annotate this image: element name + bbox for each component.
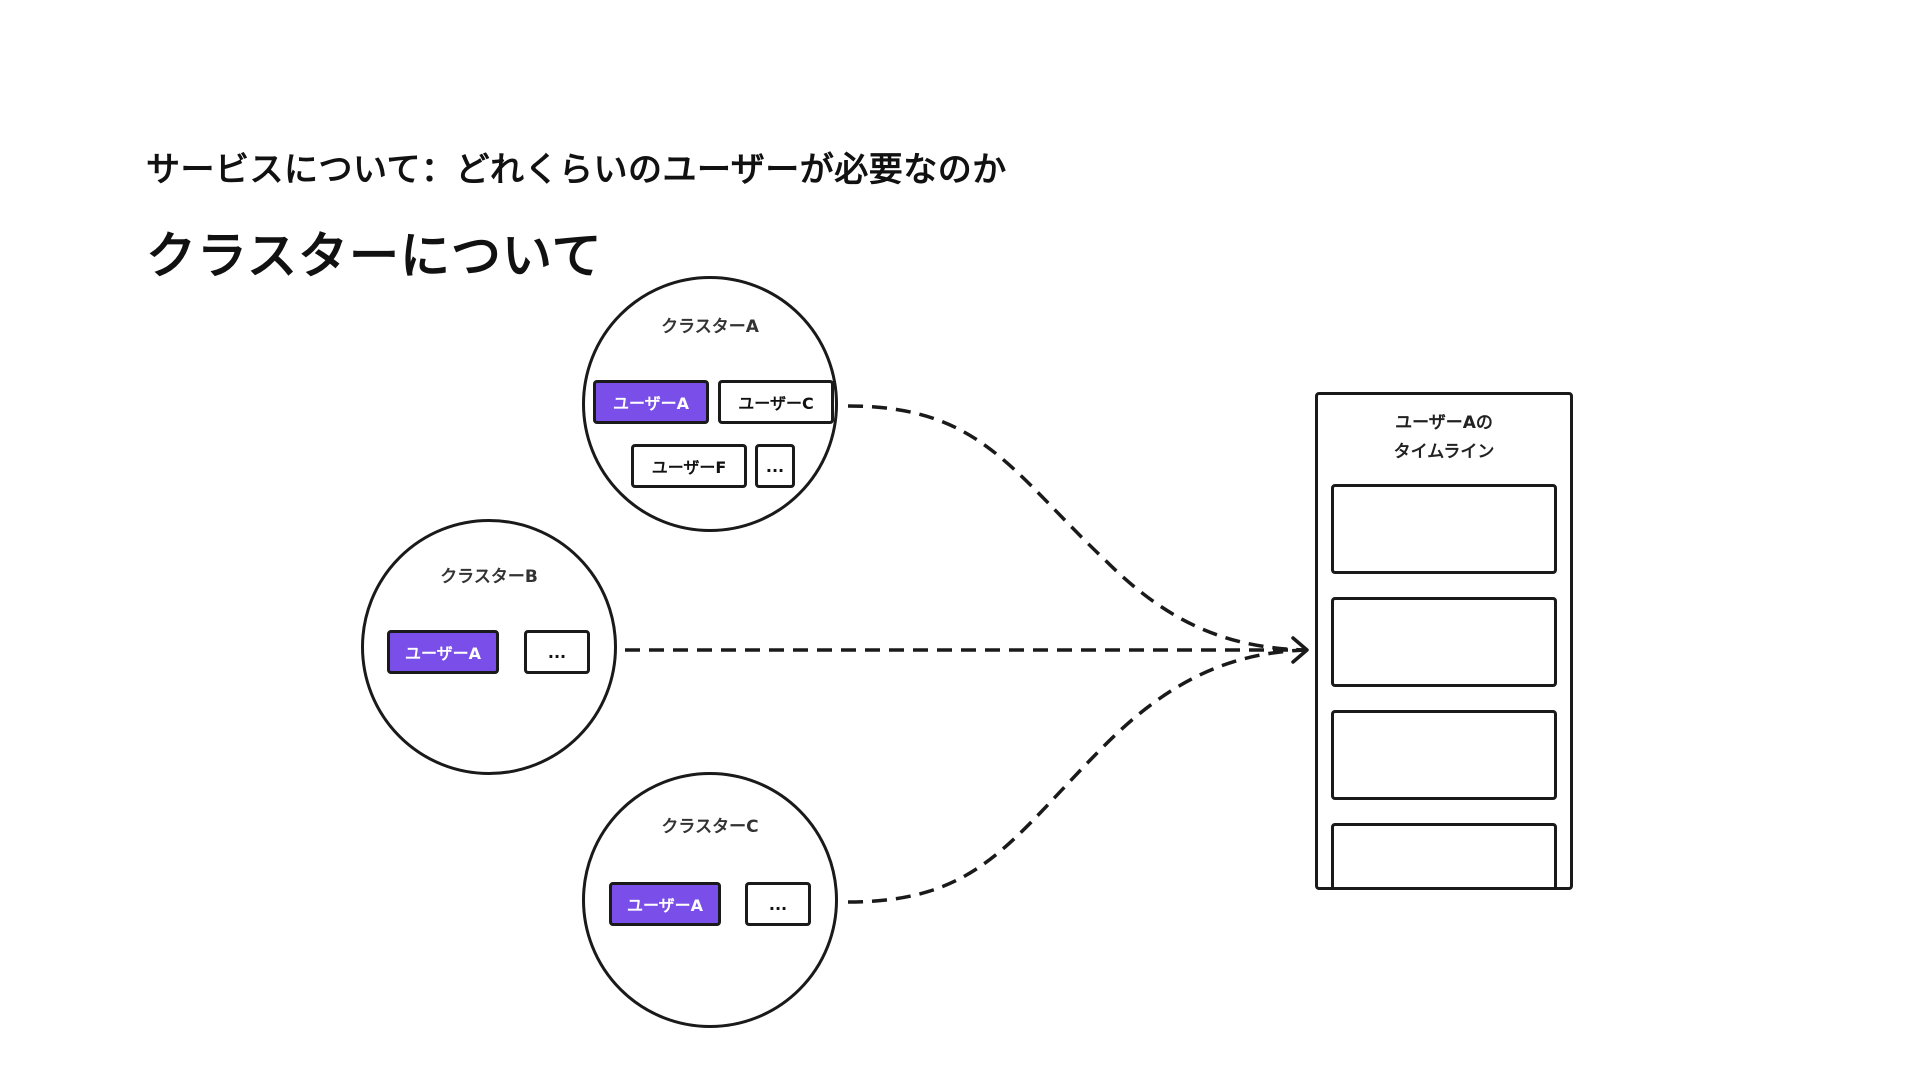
timeline-card xyxy=(1331,597,1557,687)
timeline-card xyxy=(1331,484,1557,574)
connector-cluster-a xyxy=(847,404,1306,652)
more-chip: ... xyxy=(745,882,811,926)
cluster-label: クラスターB xyxy=(440,567,538,587)
timeline-card xyxy=(1331,823,1557,887)
timeline-card xyxy=(1331,710,1557,800)
user-chip: ユーザーA xyxy=(387,630,499,674)
cluster-c: クラスターC ユーザーA ... xyxy=(582,772,838,1028)
page-title: クラスターについて xyxy=(146,227,603,285)
cluster-b: クラスターB ユーザーA ... xyxy=(361,519,617,775)
cluster-label: クラスターC xyxy=(661,817,759,837)
cluster-label: クラスターA xyxy=(661,317,759,337)
user-a-timeline: ユーザーAの タイムライン xyxy=(1315,392,1573,890)
connector-cluster-c xyxy=(847,648,1306,904)
more-chip: ... xyxy=(524,630,590,674)
cluster-a: クラスターA ユーザーA ユーザーC ユーザーF ... xyxy=(582,276,838,532)
user-chip: ユーザーA xyxy=(609,882,721,926)
timeline-label-line2: タイムライン xyxy=(1393,442,1495,462)
user-chip: ユーザーA xyxy=(593,380,709,424)
subtitle: サービスについて：どれくらいのユーザーが必要なのか xyxy=(146,150,1007,190)
user-chip: ユーザーC xyxy=(718,380,834,424)
timeline-label-line1: ユーザーAの xyxy=(1395,413,1493,433)
more-chip: ... xyxy=(755,444,795,488)
arrowhead-icon xyxy=(1291,636,1309,664)
timeline-label: ユーザーAの タイムライン xyxy=(1318,409,1570,467)
user-chip: ユーザーF xyxy=(631,444,747,488)
